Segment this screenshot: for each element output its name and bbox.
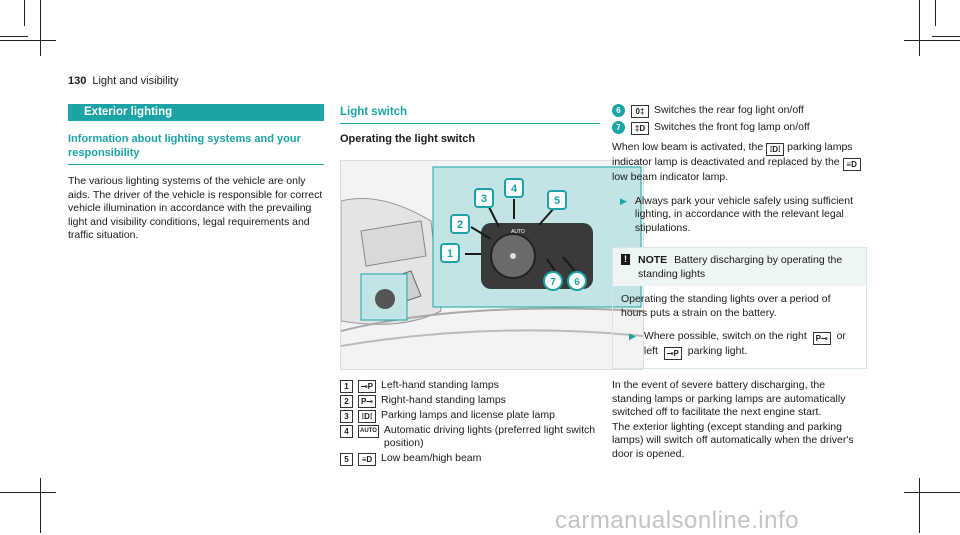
- crop-mark: [904, 492, 960, 493]
- paragraph: The various lighting systems of the vehi…: [68, 175, 323, 241]
- low-beam-icon: ≡D: [842, 158, 861, 171]
- callout-1: 1: [447, 248, 453, 260]
- crop-mark: [0, 40, 56, 41]
- list-item: 7 ‡D Switches the front fog lamp on/off: [612, 121, 867, 135]
- paragraph: In the event of severe battery dischargi…: [612, 379, 846, 418]
- crop-mark: [40, 0, 41, 56]
- text-span: Where possible, switch on the right: [643, 330, 807, 342]
- section-title: Light switch: [340, 104, 600, 124]
- item-number: 2: [340, 394, 353, 408]
- item-text: Left-hand standing lamps: [381, 378, 499, 391]
- crop-mark: [0, 36, 28, 37]
- note-body: Operating the standing lights over a per…: [613, 286, 866, 368]
- section-title: Exterior lighting: [68, 104, 324, 121]
- low-beam-paragraph: When low beam is activated, the⁞D⁞parkin…: [612, 141, 867, 185]
- callout-7: 7: [550, 277, 556, 288]
- list-item: 3 ⁞D⁞ Parking lamps and license plate la…: [340, 409, 600, 423]
- light-switch-illustration: AUTO 1 2 3 4 5: [340, 159, 644, 370]
- warning-icon: !: [621, 254, 630, 265]
- list-item: 1 ⊸P Left-hand standing lamps: [340, 379, 600, 393]
- callout-3: 3: [481, 193, 487, 205]
- auto-light-icon: AUTO: [358, 424, 379, 438]
- crop-mark: [932, 36, 960, 37]
- subheading: Operating the light switch: [340, 133, 476, 145]
- page-title: Light and visibility: [92, 75, 179, 87]
- front-fog-lamp-icon: ‡D: [631, 122, 649, 135]
- list-item: 5 ≡D Low beam/high beam: [340, 452, 600, 466]
- crop-mark: [24, 0, 25, 26]
- note-label: NOTE: [638, 254, 668, 266]
- step-text: Always park your vehicle safely using su…: [634, 194, 853, 234]
- crop-mark: [0, 492, 56, 493]
- item-text: Right-hand standing lamps: [381, 393, 506, 406]
- paragraph: The exterior lighting (except standing a…: [612, 420, 854, 460]
- note-text: Operating the standing lights over a per…: [621, 293, 831, 319]
- callout-4: 4: [511, 183, 518, 195]
- low-beam-icon: ≡D: [358, 452, 376, 466]
- item-text: Switches the front fog lamp on/off: [654, 121, 810, 133]
- note-title: Battery discharging by operating the sta…: [638, 254, 843, 280]
- component-list: 1 ⊸P Left-hand standing lamps 2 P⊸ Right…: [340, 379, 600, 466]
- parking-lamp-icon: ⁞D⁞: [766, 143, 785, 156]
- instruction-step: ▶ Always park your vehicle safely using …: [612, 195, 867, 236]
- crop-mark: [904, 40, 960, 41]
- step-arrow-icon: ▶: [629, 331, 636, 341]
- auto-label: AUTO: [511, 229, 525, 235]
- list-item: 4 AUTO Automatic driving lights (preferr…: [340, 424, 600, 451]
- crop-mark: [919, 0, 920, 56]
- right-standing-lamp-icon: P⊸: [358, 394, 376, 408]
- list-item: 6 0‡ Switches the rear fog light on/off: [612, 104, 867, 118]
- callout-6: 6: [574, 277, 580, 288]
- left-standing-lamp-icon: ⊸P: [358, 379, 376, 393]
- instruction-step: ▶ Where possible, switch on the right P⊸…: [621, 330, 858, 360]
- crop-mark: [935, 0, 936, 26]
- note-box: ! NOTE Battery discharging by operating …: [612, 247, 867, 369]
- rear-fog-light-icon: 0‡: [631, 105, 649, 118]
- page-number: 130: [68, 75, 87, 87]
- item-number: 4: [340, 424, 353, 438]
- item-text: Parking lamps and license plate lamp: [381, 408, 555, 421]
- left-standing-lamp-icon: ⊸P: [663, 347, 682, 360]
- right-column: 6 0‡ Switches the rear fog light on/off …: [612, 104, 867, 461]
- dashboard-drawing: AUTO 1 2 3 4 5: [341, 166, 643, 347]
- list-item: 2 P⊸ Right-hand standing lamps: [340, 394, 600, 408]
- text-span: or left: [643, 330, 846, 357]
- text-span: low beam indicator lamp.: [612, 171, 729, 183]
- crop-mark: [919, 478, 920, 533]
- item-number: 6: [612, 104, 625, 117]
- item-text: Switches the rear fog light on/off: [654, 104, 804, 116]
- text-span: When low beam is activated, the: [612, 141, 764, 153]
- subheading: Information about lighting systems and y…: [68, 132, 324, 165]
- watermark: carmanualsonline.info: [555, 507, 799, 534]
- note-header: ! NOTE Battery discharging by operating …: [613, 248, 866, 286]
- text-span: parking light.: [687, 345, 748, 357]
- item-text: Low beam/high beam: [381, 451, 482, 464]
- right-standing-lamp-icon: P⊸: [812, 332, 831, 345]
- step-arrow-icon: ▶: [620, 195, 627, 206]
- item-number: 7: [612, 121, 625, 134]
- text-span: parking lamps indicator lamp is deactiva…: [612, 141, 853, 168]
- page-header: 130 Light and visibility: [68, 75, 179, 87]
- item-number: 5: [340, 452, 353, 466]
- parking-lamp-icon: ⁞D⁞: [358, 409, 376, 423]
- callout-2: 2: [457, 219, 463, 231]
- item-number: 3: [340, 409, 353, 423]
- left-column: Exterior lighting Information about ligh…: [68, 104, 324, 243]
- item-number: 1: [340, 379, 353, 393]
- callout-5: 5: [554, 195, 560, 207]
- item-text: Automatic driving lights (preferred ligh…: [383, 423, 596, 450]
- middle-column: Light switch Operating the light switch …: [340, 104, 644, 467]
- crop-mark: [40, 478, 41, 533]
